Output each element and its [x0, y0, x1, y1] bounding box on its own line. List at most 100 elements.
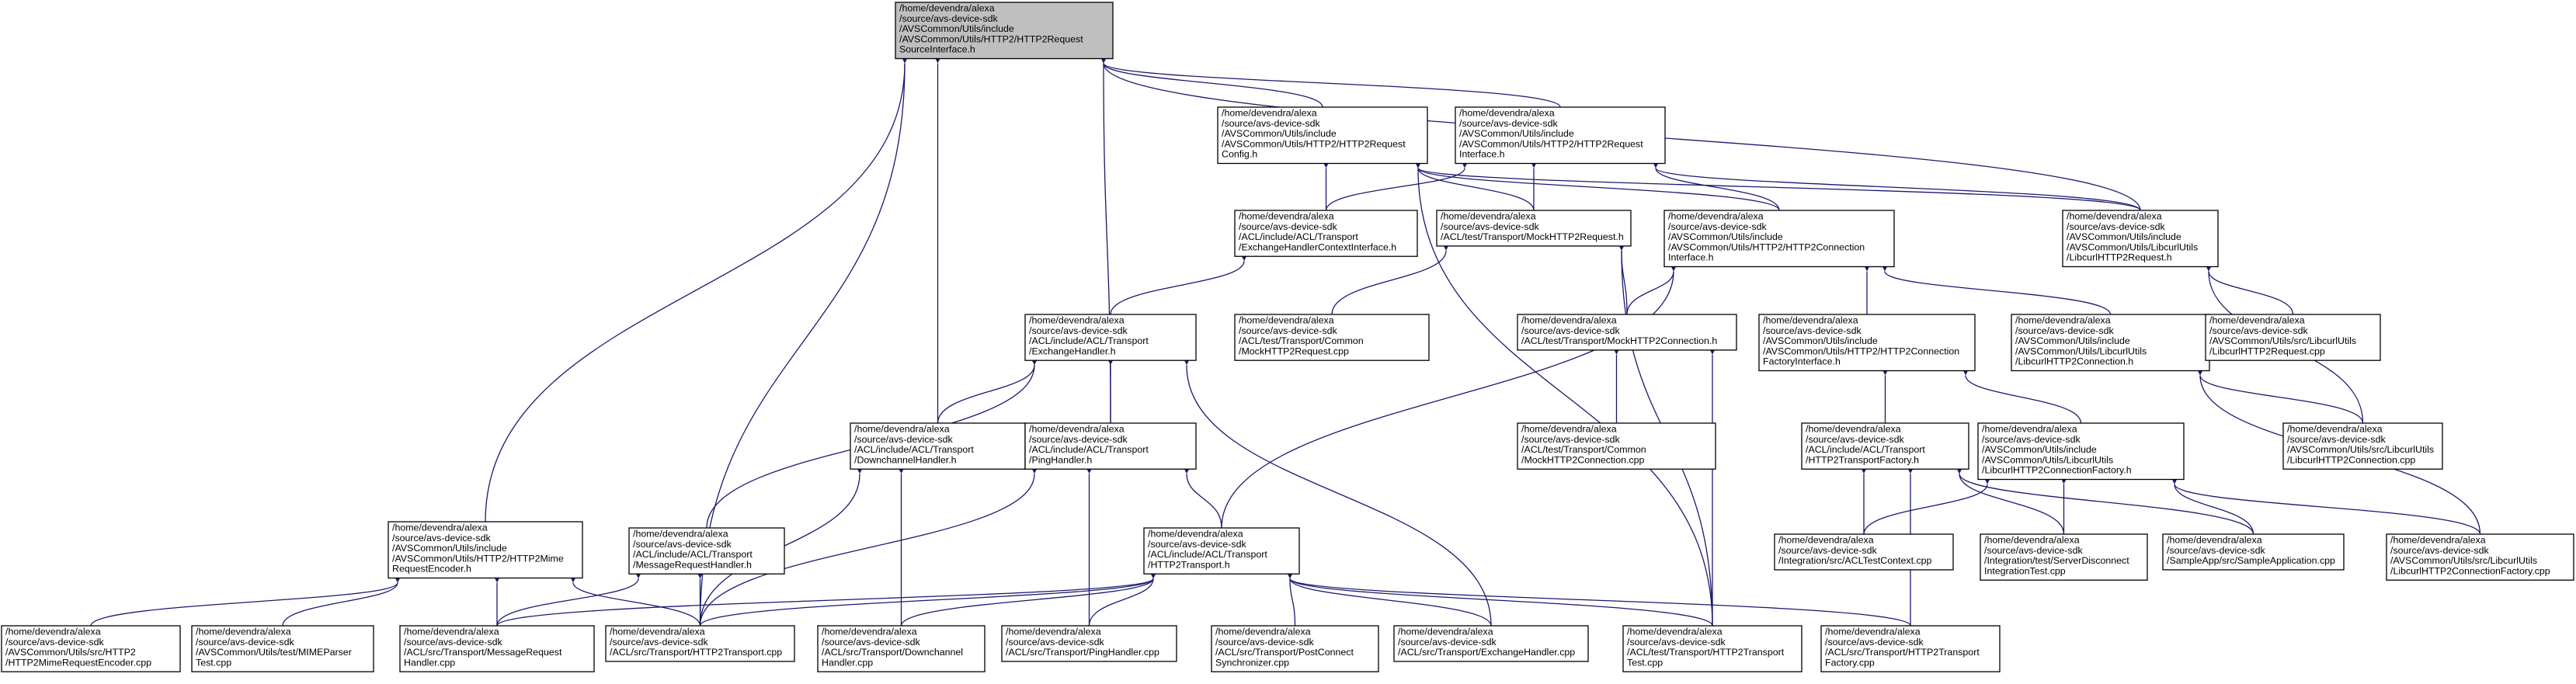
node-lcconncpp[interactable]: /home/devendra/alexa/source/avs-device-s… [2282, 422, 2443, 470]
node-lcreqcpp[interactable]: /home/devendra/alexa/source/avs-device-s… [2205, 314, 2381, 361]
node-cfi[interactable]: /home/devendra/alexa/source/avs-device-s… [1758, 314, 1976, 372]
node-label: /home/devendra/alexa/source/avs-device-s… [610, 627, 782, 658]
node-root[interactable]: /home/devendra/alexa/source/avs-device-s… [895, 2, 1114, 60]
node-label-line: /PingHandler.h [1029, 454, 1092, 465]
node-reqiface[interactable]: /home/devendra/alexa/source/avs-device-s… [1455, 106, 1666, 165]
edge-transportcpp-to-root [699, 57, 908, 627]
node-label-line: /AVSCommon/Utils/LibcurlUtils [2015, 345, 2147, 356]
node-box [388, 521, 583, 579]
node-label-line: /LibcurlHTTP2ConnectionFactory.cpp [2390, 565, 2550, 576]
node-label-line: /source/avs-device-sdk [1459, 118, 1559, 129]
node-label-line: /source/avs-device-sdk [2390, 545, 2490, 556]
node-label-line: /home/devendra/alexa [610, 627, 705, 637]
node-label-line: /source/avs-device-sdk [392, 533, 492, 543]
node-label-line: /home/devendra/alexa [1029, 315, 1125, 326]
node-label-line: /MockHTTP2Request.cpp [1239, 345, 1349, 356]
node-tf[interactable]: /home/devendra/alexa/source/avs-device-s… [1801, 422, 1969, 470]
node-label-line: /source/avs-device-sdk [1984, 545, 2084, 556]
node-label-line: /source/avs-device-sdk [899, 13, 999, 24]
edge-mockreq-to-config [1415, 162, 1535, 211]
node-transportcpp[interactable]: /home/devendra/alexa/source/avs-device-s… [605, 625, 795, 662]
node-label-line: Interface.h [1459, 149, 1505, 160]
edge-lccfcpp-to-lccf [2171, 478, 2481, 535]
node-phcpp[interactable]: /home/devendra/alexa/source/avs-device-s… [1001, 625, 1177, 662]
node-label-line: SourceInterface.h [899, 44, 975, 55]
node-box [1234, 210, 1418, 257]
node-label-line: Interface.h [1668, 252, 1714, 263]
node-mime[interactable]: /home/devendra/alexa/source/avs-device-s… [388, 521, 583, 579]
node-dchcpp[interactable]: /home/devendra/alexa/source/avs-device-s… [817, 625, 986, 672]
node-label-line: /AVSCommon/Utils/include [2067, 231, 2181, 242]
node-label-line: FactoryInterface.h [1763, 356, 1841, 367]
node-label-line: /home/devendra/alexa [1441, 211, 1536, 222]
node-label: /home/devendra/alexa/source/avs-device-s… [5, 627, 151, 668]
edge-mimetest-to-mime [282, 577, 401, 627]
node-lcreq[interactable]: /home/devendra/alexa/source/avs-device-s… [2062, 210, 2219, 268]
node-box [399, 625, 595, 672]
node-label: /home/devendra/alexa/source/avs-device-s… [1029, 424, 1149, 466]
node-mimecpp[interactable]: /home/devendra/alexa/source/avs-device-s… [1, 625, 181, 672]
node-mockreqcpp[interactable]: /home/devendra/alexa/source/avs-device-s… [1234, 314, 1430, 361]
node-config[interactable]: /home/devendra/alexa/source/avs-device-s… [1217, 106, 1428, 165]
node-lccf[interactable]: /home/devendra/alexa/source/avs-device-s… [1977, 422, 2185, 481]
node-label-line: /ACL/include/ACL/Transport [1239, 231, 1358, 242]
node-mockconn[interactable]: /home/devendra/alexa/source/avs-device-s… [1517, 314, 1737, 351]
node-pcs[interactable]: /home/devendra/alexa/source/avs-device-s… [1211, 625, 1379, 672]
node-label-line: /AVSCommon/Utils/include [1222, 128, 1337, 139]
node-label-line: /home/devendra/alexa [1806, 424, 1901, 435]
edge-mrhcpp-to-transport [496, 573, 1156, 627]
node-label-line: /source/avs-device-sdk [1806, 434, 1905, 445]
node-transporttest[interactable]: /home/devendra/alexa/source/avs-device-s… [1622, 625, 1803, 672]
node-label-line: /source/avs-device-sdk [633, 539, 732, 550]
node-mrhcpp[interactable]: /home/devendra/alexa/source/avs-device-s… [399, 625, 595, 672]
node-label-line: /AVSCommon/Utils/include [2015, 335, 2130, 346]
edge-lcreq-to-config [1415, 162, 2141, 211]
node-ph[interactable]: /home/devendra/alexa/source/avs-device-s… [1024, 422, 1197, 470]
node-box [1024, 422, 1197, 470]
node-lccfcpp[interactable]: /home/devendra/alexa/source/avs-device-s… [2386, 533, 2574, 581]
node-label-line: /home/devendra/alexa [1459, 108, 1555, 119]
node-label: /home/devendra/alexa/source/avs-device-s… [822, 627, 963, 668]
node-ehci[interactable]: /home/devendra/alexa/source/avs-device-s… [1234, 210, 1418, 257]
node-label-line: /ACL/src/Transport/ExchangeHandler.cpp [1398, 647, 1575, 658]
node-label-line: /AVSCommon/Utils/include [1459, 128, 1574, 139]
nodes-layer: /home/devendra/alexa/source/avs-device-s… [1, 2, 2574, 672]
node-dch[interactable]: /home/devendra/alexa/source/avs-device-s… [850, 422, 1026, 470]
edge-config-to-root [1100, 57, 1323, 108]
edge-transporttest-to-transport [1287, 573, 1713, 627]
node-exh[interactable]: /home/devendra/alexa/source/avs-device-s… [1024, 314, 1197, 361]
node-label-line: /ACL/include/ACL/Transport [1806, 444, 1925, 455]
node-lcconn[interactable]: /home/devendra/alexa/source/avs-device-s… [2011, 314, 2210, 372]
edge-pcs-to-transport [1287, 573, 1296, 627]
node-mockconncpp[interactable]: /home/devendra/alexa/source/avs-device-s… [1517, 422, 1716, 470]
node-transport[interactable]: /home/devendra/alexa/source/avs-device-s… [1143, 527, 1300, 575]
node-conniface[interactable]: /home/devendra/alexa/source/avs-device-s… [1663, 210, 1895, 268]
node-mimetest[interactable]: /home/devendra/alexa/source/avs-device-s… [191, 625, 374, 672]
node-label-line: /ExchangeHandler.h [1029, 345, 1116, 356]
node-label: /home/devendra/alexa/source/avs-device-s… [1006, 627, 1159, 658]
node-mockreq[interactable]: /home/devendra/alexa/source/avs-device-s… [1436, 210, 1632, 247]
edge-exh-to-ehci [1110, 255, 1247, 315]
node-mrh[interactable]: /home/devendra/alexa/source/avs-device-s… [628, 527, 785, 575]
node-label-line: /ACL/src/Transport/PostConnect [1215, 647, 1354, 658]
node-label-line: /ACL/include/ACL/Transport [1148, 549, 1267, 560]
node-sdit[interactable]: /home/devendra/alexa/source/avs-device-s… [1980, 533, 2148, 581]
node-label-line: /home/devendra/alexa [5, 627, 101, 637]
node-label-line: /home/devendra/alexa [1239, 315, 1334, 326]
node-label-line: RequestEncoder.h [392, 564, 471, 575]
node-label: /home/devendra/alexa/source/avs-device-s… [1239, 315, 1364, 357]
node-label-line: Test.cpp [196, 657, 231, 668]
node-label-line: /home/devendra/alexa [899, 3, 995, 14]
node-label: /home/devendra/alexa/source/avs-device-s… [1029, 315, 1149, 357]
node-label-line: /source/avs-device-sdk [1222, 118, 1321, 129]
node-label: /home/devendra/alexa/source/avs-device-s… [1239, 211, 1396, 253]
node-box [2205, 314, 2381, 361]
node-exhcpp[interactable]: /home/devendra/alexa/source/avs-device-s… [1393, 625, 1589, 662]
node-tfcpp[interactable]: /home/devendra/alexa/source/avs-device-s… [1820, 625, 2001, 672]
node-sampleapp[interactable]: /home/devendra/alexa/source/avs-device-s… [2162, 533, 2345, 571]
node-label-line: /home/devendra/alexa [1763, 315, 1858, 326]
node-label-line: /ACL/include/ACL/Transport [1029, 444, 1149, 455]
node-acltc[interactable]: /home/devendra/alexa/source/avs-device-s… [1774, 533, 1954, 571]
node-label: /home/devendra/alexa/source/avs-device-s… [2015, 315, 2147, 367]
